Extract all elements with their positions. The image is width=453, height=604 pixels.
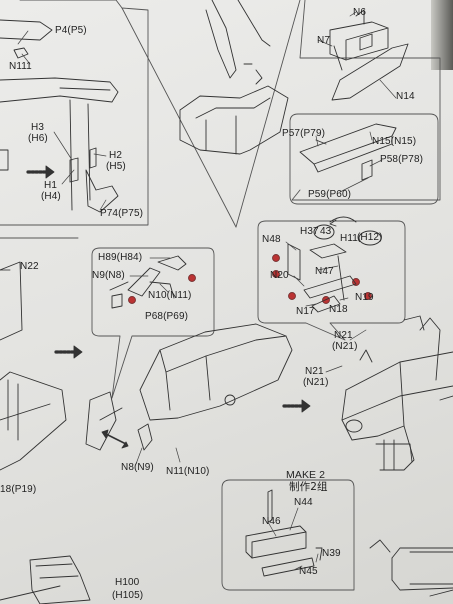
boom-top-left — [0, 19, 119, 213]
leader-lines — [17, 11, 397, 571]
label-n17: N17 — [296, 306, 315, 317]
label-n19: N19 — [355, 292, 374, 303]
label-h37-note: 43 — [320, 226, 332, 237]
label-n9n8: N9(N8) — [92, 270, 125, 281]
label-h11: H11 — [340, 233, 358, 244]
boom-center — [85, 323, 293, 451]
label-n44: N44 — [294, 497, 313, 508]
cylinder-bottom-right — [369, 539, 453, 597]
parts-p68-bubble — [109, 255, 196, 309]
label-n8n9: N8(N9) — [121, 462, 154, 473]
frame-right — [341, 315, 453, 471]
part-bottom-left — [0, 555, 91, 604]
direction-arrow-3-head — [301, 399, 311, 413]
label-h3: H3 — [31, 122, 44, 133]
label-n47: N47 — [315, 266, 334, 277]
label-n46: N46 — [262, 516, 281, 527]
label-n39: N39 — [322, 548, 341, 559]
label-n20: N20 — [270, 270, 289, 281]
label-make2-cn: 制作2组 — [289, 481, 328, 493]
label-n11n10: N11(N10) — [166, 466, 210, 477]
label-p58p78: P58(P78) — [380, 154, 424, 165]
label-h2: H2 — [109, 150, 122, 161]
arm-top-center — [179, 0, 289, 155]
panel-frames — [0, 0, 441, 591]
direction-arrow-1-head — [45, 165, 55, 179]
label-p57p79: P57(P79) — [282, 128, 326, 139]
parts-right-bubble — [272, 216, 382, 313]
label-h1: H1 — [44, 180, 57, 191]
label-p59p60: P59(P60) — [308, 189, 352, 200]
label-make2: MAKE 2 — [286, 469, 326, 481]
label-p74p75: P74(P75) — [100, 208, 144, 219]
label-n21-b: N21 — [305, 366, 324, 377]
label-n21-a: N21 — [334, 330, 353, 341]
parts-top-right — [329, 9, 409, 101]
label-n22: N22 — [20, 261, 39, 272]
body-left — [0, 261, 67, 471]
label-n21-a-alt: (N21) — [332, 341, 358, 352]
label-h89h84: H89(H84) — [98, 252, 143, 263]
label-n18: N18 — [329, 304, 348, 315]
label-p4p5: P4(P5) — [55, 25, 87, 36]
label-h12: (H12) — [357, 232, 383, 243]
parts-make2-bubble — [245, 489, 323, 577]
label-n15n15: N15(N15) — [372, 136, 417, 147]
label-h6: (H6) — [28, 133, 48, 144]
label-p68p69: P68(P69) — [145, 311, 189, 322]
label-n7: N7 — [317, 35, 330, 46]
parts-p57-bubble — [299, 123, 397, 181]
label-n14: N14 — [396, 91, 415, 102]
label-p18p19: 18(P19) — [0, 484, 37, 495]
label-h100: H100 — [115, 577, 140, 588]
label-h37: H37 — [300, 226, 319, 237]
label-h4: (H4) — [41, 191, 61, 202]
table-background-edge — [431, 0, 453, 70]
label-n10n11: N10(N11) — [148, 290, 192, 301]
label-n45: N45 — [299, 566, 318, 577]
label-h5: (H5) — [106, 161, 126, 172]
label-h105: (H105) — [112, 590, 144, 601]
label-n48: N48 — [262, 234, 281, 245]
label-n6: N6 — [353, 7, 366, 18]
label-n21-b-alt: (N21) — [303, 377, 329, 388]
label-n111: N111 — [9, 61, 32, 72]
direction-arrow-2-head — [73, 345, 83, 359]
